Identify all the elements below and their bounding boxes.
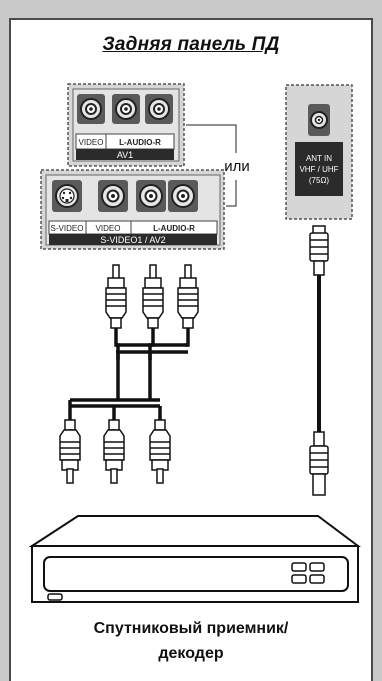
video-jack-av2: [98, 180, 128, 212]
power-button-icon: [47, 593, 63, 601]
device-caption-line1: Спутниковый приемник/: [93, 620, 289, 637]
av1-name-label: AV1: [117, 150, 133, 160]
audio-left-jack-av1: [112, 94, 140, 124]
satellite-receiver: [28, 515, 361, 603]
rca-cable-bottom: [59, 419, 171, 484]
s-video-jack: [52, 180, 82, 212]
rca-cable-wires: [68, 328, 190, 420]
antenna-label-line2: VHF / UHF: [299, 165, 338, 174]
device-caption-line2: декодер: [158, 645, 224, 662]
rca-plug-top-2: [142, 264, 164, 329]
antenna-jack: [308, 104, 330, 136]
av1-audio-label: L-AUDIO-R: [119, 138, 161, 147]
or-bracket: или: [186, 124, 250, 207]
av2-panel: S-VIDEO VIDEO L-AUDIO-R S-VIDEO1 / AV2: [40, 169, 225, 250]
antenna-label-line1: ANT IN: [306, 154, 332, 163]
av2-name-label: S-VIDEO1 / AV2: [100, 235, 165, 245]
antenna-cable: [309, 225, 329, 496]
antenna-panel: ANT IN VHF / UHF (75Ω): [285, 84, 353, 220]
av2-video-label: VIDEO: [96, 224, 121, 233]
rca-plug-top-3: [177, 264, 199, 329]
rca-cable-top: [105, 264, 199, 329]
av2-s-video-label: S-VIDEO: [51, 224, 84, 233]
av1-panel: VIDEO L-AUDIO-R AV1: [67, 83, 185, 167]
rca-plug-bottom-3: [149, 419, 171, 484]
rca-plug-top-1: [105, 264, 127, 329]
audio-right-jack-av2: [168, 180, 198, 212]
av2-audio-label: L-AUDIO-R: [153, 224, 195, 233]
rca-plug-bottom-2: [103, 419, 125, 484]
av1-video-label: VIDEO: [79, 138, 104, 147]
display-segment-icon: [291, 562, 307, 572]
page-title: Задняя панель ПД: [102, 34, 280, 55]
audio-right-jack-av1: [145, 94, 173, 124]
rca-plug-bottom-1: [59, 419, 81, 484]
antenna-label-line3: (75Ω): [309, 176, 330, 185]
audio-left-jack-av2: [136, 180, 166, 212]
video-jack-av1: [77, 94, 105, 124]
or-label: или: [224, 158, 250, 175]
